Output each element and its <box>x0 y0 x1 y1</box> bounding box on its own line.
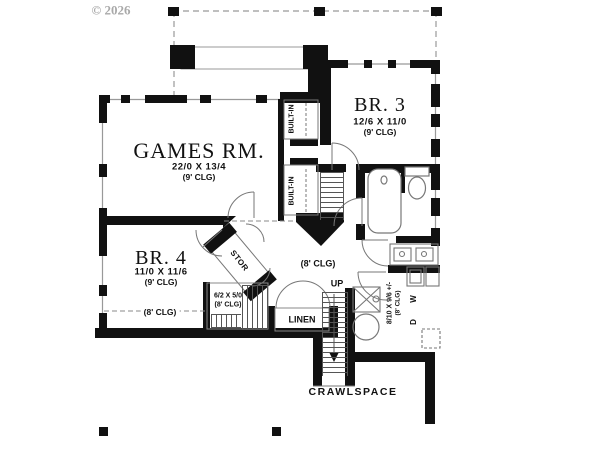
linen-label: LINEN <box>288 314 316 325</box>
br3-room-dims: 12/6 X 11/0 <box>353 116 407 128</box>
games-room-ceiling: (9' CLG) <box>182 171 216 182</box>
double-vanity-icon <box>389 243 439 266</box>
laundry-sink-icon <box>352 286 381 313</box>
br3-room-name: BR. 3 <box>354 94 406 116</box>
water-heater-icon <box>352 313 380 341</box>
toilet-icon <box>404 166 430 200</box>
built-in-closets <box>283 99 319 216</box>
dryer-label: D <box>409 319 418 325</box>
copyright-watermark: © 2026 <box>91 2 131 18</box>
storage-dims: 6/2 X 5/0 <box>213 292 243 300</box>
utility-dims-line: 8/10 X 9/6 +/- <box>386 281 394 325</box>
utility-ceiling-line: (8' CLG) <box>394 290 402 316</box>
upper-stair-flight <box>320 172 344 220</box>
crawlspace-label: CRAWLSPACE <box>308 385 398 398</box>
storage-ceiling: (8' CLG) <box>214 301 242 309</box>
br3-room-ceiling: (9' CLG) <box>363 126 397 137</box>
games-room-dims: 22/0 X 13/4 <box>171 161 227 173</box>
storage-stair-hatch <box>242 285 268 330</box>
built-in-upper-label: BUILT-IN <box>288 104 296 134</box>
hall-ceiling: (8' CLG) <box>300 258 336 269</box>
bathtub-icon <box>367 168 402 234</box>
br4-low-ceiling: (8' CLG) <box>140 308 180 317</box>
washer-label: W <box>409 295 418 303</box>
up-label: UP <box>330 278 344 289</box>
door-arcs <box>195 142 389 309</box>
utility-cabinets <box>406 266 441 349</box>
deck-posts <box>168 7 442 16</box>
storage-room-outline <box>206 282 269 330</box>
games-room-name: GAMES RM. <box>133 138 265 163</box>
main-stair-flight <box>322 292 348 376</box>
utility-dims: 8/10 X 9/6 +/- (8' CLG) <box>386 282 402 324</box>
built-in-lower-label: BUILT-IN <box>288 176 296 206</box>
br4-room-dims: 11/0 X 11/6 <box>134 266 188 278</box>
br4-room-name: BR. 4 <box>135 247 187 269</box>
br4-room-ceiling: (9' CLG) <box>144 276 178 287</box>
storage-stair-hatch-2 <box>211 314 241 328</box>
